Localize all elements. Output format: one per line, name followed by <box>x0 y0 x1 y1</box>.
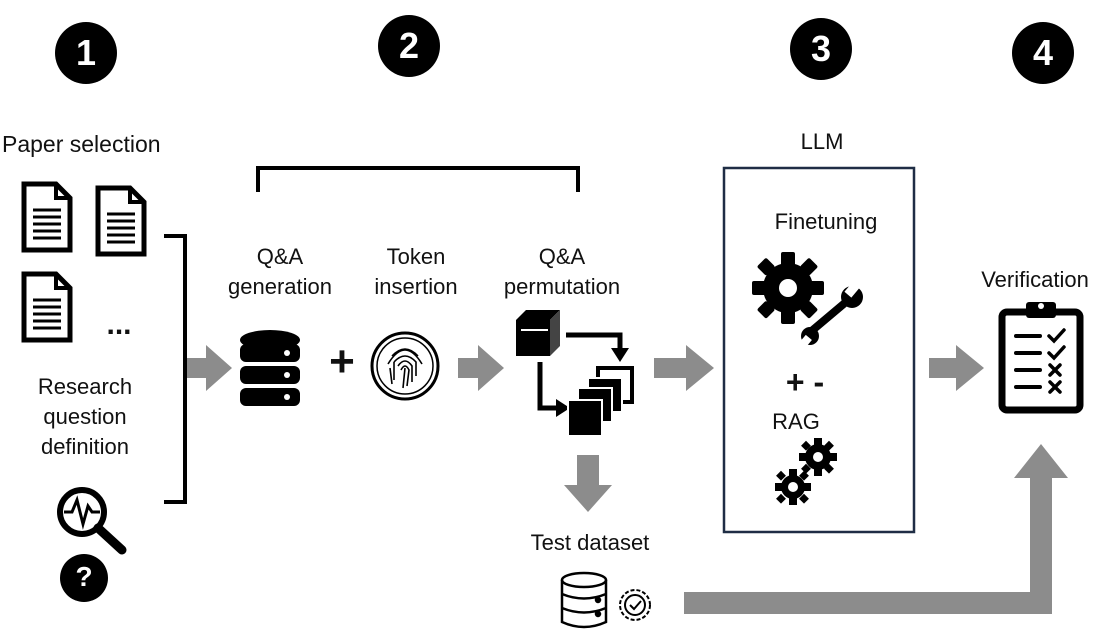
database-icon <box>240 330 300 406</box>
llm-box <box>722 166 916 534</box>
document-icon <box>95 185 147 257</box>
verified-badge-icon <box>619 589 651 621</box>
arrow-permutation-to-test <box>564 455 612 512</box>
clipboard-checklist-icon <box>998 302 1084 414</box>
arrow-papers-to-qa <box>186 345 232 391</box>
research-question-label: Research question definition <box>37 374 133 459</box>
document-icon <box>21 271 73 343</box>
qa-permutation-label: Q&A permutation <box>503 244 621 299</box>
fingerprint-icon <box>370 331 440 401</box>
permutation-icon <box>516 310 634 437</box>
test-dataset-label: Test dataset <box>530 530 650 555</box>
gear-wrench-icon <box>752 252 863 350</box>
step-3-badge: 3 <box>790 18 852 80</box>
test-database-icon <box>560 571 608 629</box>
qa-generation-label: Q&A generation <box>228 244 332 299</box>
magnifier-pulse-icon <box>57 487 127 555</box>
step-1-badge: 1 <box>55 22 117 84</box>
plus-label: + <box>329 337 355 386</box>
paper-selection-label: Paper selection <box>2 131 161 157</box>
step-4-badge: 4 <box>1012 22 1074 84</box>
llm-label: LLM <box>800 129 844 154</box>
arrow-llm-to-verification <box>929 345 984 391</box>
flow-arrows <box>186 345 1068 614</box>
arrow-test-to-verification <box>684 444 1068 614</box>
question-icon-circle <box>60 554 108 602</box>
arrow-token-to-permutation <box>458 345 504 391</box>
gears-icon <box>775 438 837 505</box>
step-2-bracket <box>256 166 580 192</box>
verification-label: Verification <box>981 267 1089 292</box>
plus-minus-label: + - <box>785 364 825 400</box>
ellipsis-label: ... <box>106 308 132 341</box>
finetuning-label: Finetuning <box>774 209 878 234</box>
arrow-permutation-to-llm <box>654 345 714 391</box>
rag-label: RAG <box>772 409 820 434</box>
step-2-badge: 2 <box>378 15 440 77</box>
document-icon <box>21 181 73 253</box>
token-insertion-label: Token insertion <box>374 244 458 299</box>
question-mark-glyph: ? <box>75 561 93 592</box>
papers-bracket <box>164 234 187 504</box>
